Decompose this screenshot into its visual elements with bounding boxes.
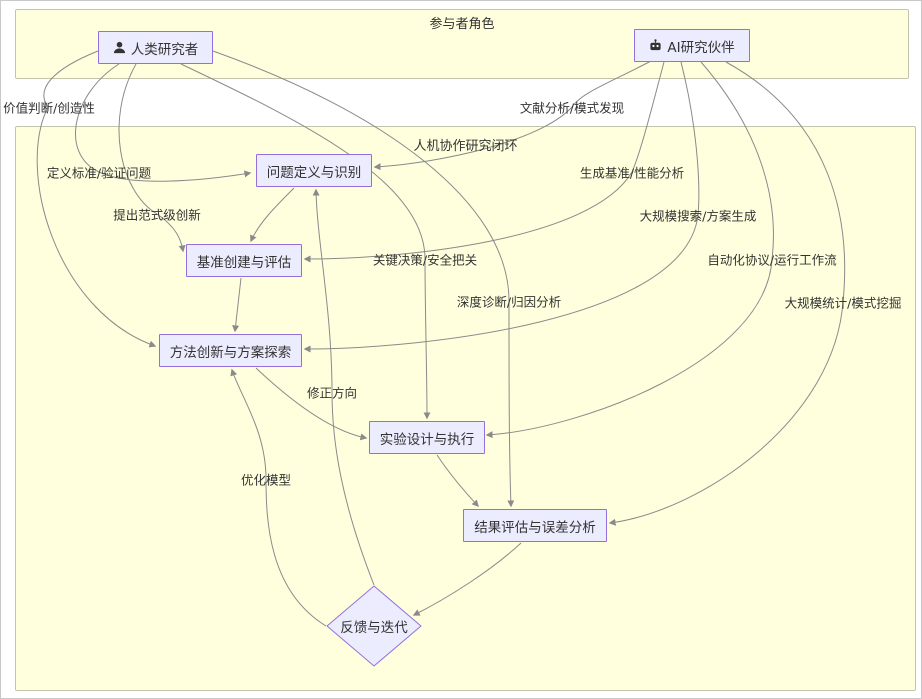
edge-label-gen-benchmark: 生成基准/性能分析 xyxy=(579,165,685,181)
cluster-participants-title: 参与者角色 xyxy=(429,17,495,32)
node-human-researcher: 人类研究者 xyxy=(98,31,213,64)
cluster-loop-title: 人机协作研究闭环 xyxy=(413,139,518,154)
node-experiment-execution: 实验设计与执行 xyxy=(369,421,485,454)
edge-label-key-decision: 关键决策/安全把关 xyxy=(372,252,478,268)
edge-label-statistics: 大规模统计/模式挖掘 xyxy=(784,295,902,311)
edge-label-correction: 修正方向 xyxy=(306,385,358,401)
node-method-innovation: 方法创新与方案探索 xyxy=(159,334,302,367)
robot-icon xyxy=(649,39,662,52)
node-label: AI研究伙伴 xyxy=(667,39,735,56)
node-label: 人类研究者 xyxy=(130,41,199,58)
edge-label-define-standard: 定义标准/验证问题 xyxy=(46,165,152,181)
edge-label-large-search: 大规模搜索/方案生成 xyxy=(639,208,757,224)
diamond-shape xyxy=(326,585,422,667)
node-label: 实验设计与执行 xyxy=(379,431,475,448)
edge-label-optimize: 优化模型 xyxy=(240,472,292,488)
node-benchmark-creation: 基准创建与评估 xyxy=(186,244,302,277)
node-label: 方法创新与方案探索 xyxy=(169,344,292,361)
node-label: 基准创建与评估 xyxy=(196,254,292,271)
node-problem-definition: 问题定义与识别 xyxy=(256,154,372,187)
node-result-evaluation: 结果评估与误差分析 xyxy=(463,509,607,542)
person-icon xyxy=(113,41,126,54)
edge-label-value-judgment: 价值判断/创造性 xyxy=(3,100,95,116)
node-feedback-iteration: 反馈与迭代 xyxy=(326,585,422,667)
edge-label-diagnosis: 深度诊断/归因分析 xyxy=(456,294,562,310)
edge-label-automation: 自动化协议/运行工作流 xyxy=(707,252,837,268)
node-ai-partner: AI研究伙伴 xyxy=(634,29,750,62)
edge-label-literature: 文献分析/模式发现 xyxy=(519,100,625,116)
edge-label-paradigm: 提出范式级创新 xyxy=(113,207,201,223)
node-label: 问题定义与识别 xyxy=(266,164,362,181)
node-label: 结果评估与误差分析 xyxy=(474,519,596,536)
node-label: 反馈与迭代 xyxy=(340,620,408,636)
